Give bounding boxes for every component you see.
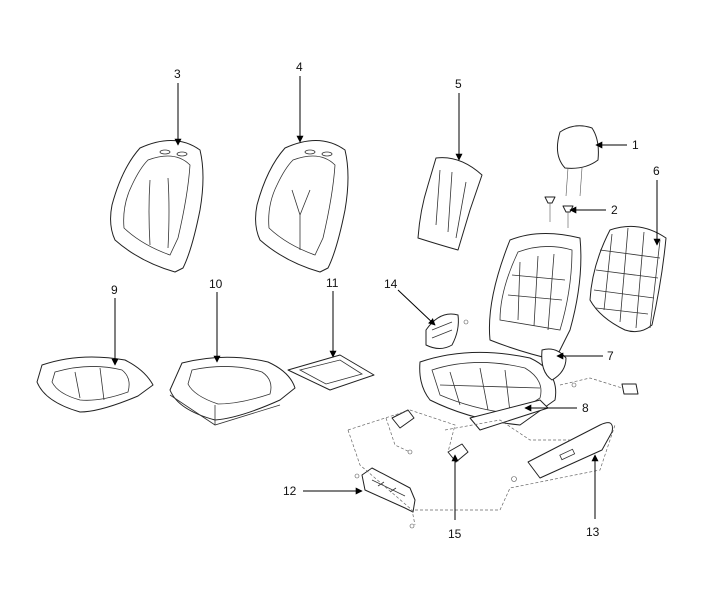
callout-4: 4 xyxy=(296,60,303,74)
pad-11 xyxy=(287,354,375,391)
callout-1: 1 xyxy=(632,138,639,152)
seatback-cover-4 xyxy=(255,139,349,273)
callout-10: 10 xyxy=(209,277,223,291)
side-pad-5 xyxy=(417,157,483,251)
callout-8: 8 xyxy=(582,401,589,415)
headrest-1 xyxy=(556,125,599,197)
recliner-bracket-14 xyxy=(425,313,459,349)
seatback-cover-3 xyxy=(110,139,204,273)
screw xyxy=(571,382,577,388)
clip-15 xyxy=(447,443,469,463)
back-panel-6 xyxy=(589,225,667,333)
callout-15: 15 xyxy=(448,527,462,541)
callout-7: 7 xyxy=(607,349,614,363)
screw xyxy=(407,449,413,455)
callout-12: 12 xyxy=(283,484,297,498)
screw xyxy=(463,319,469,325)
seat-cushion-10 xyxy=(169,356,296,426)
callout-9: 9 xyxy=(111,283,118,297)
callout-5: 5 xyxy=(455,77,462,91)
connector-right xyxy=(621,383,639,395)
leader-lines xyxy=(111,76,661,520)
callout-13: 13 xyxy=(586,525,600,539)
seat-cushion-9 xyxy=(36,356,154,413)
callout-2: 2 xyxy=(611,203,618,217)
side-cover-13 xyxy=(511,422,613,482)
assembly-guides xyxy=(347,377,623,526)
small-clip-left xyxy=(391,409,415,429)
callout-14: 14 xyxy=(384,277,398,291)
callout-3: 3 xyxy=(174,67,181,81)
callout-11: 11 xyxy=(326,276,339,290)
bracket-12 xyxy=(354,467,416,529)
headrest-guides-2 xyxy=(544,196,574,228)
callout-6: 6 xyxy=(653,164,660,178)
